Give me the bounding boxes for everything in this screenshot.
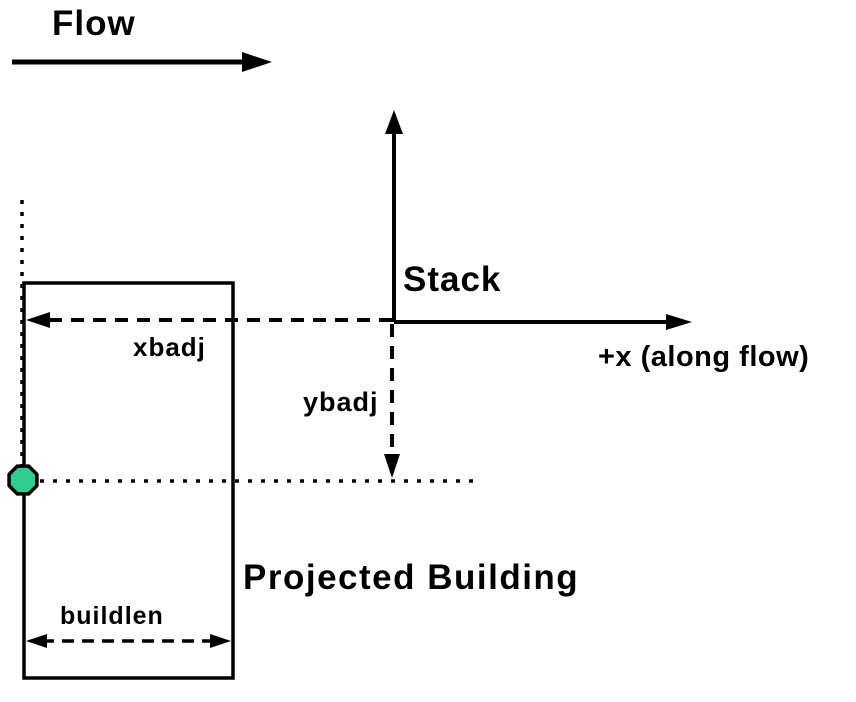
x-axis-label: +x (along flow) [598, 341, 810, 373]
flow-arrow-head [242, 52, 272, 72]
flow-label: Flow [52, 4, 136, 43]
ybadj-arrow-head [384, 454, 400, 478]
x-axis-arrow-head [666, 314, 692, 330]
xbadj-label: xbadj [133, 332, 206, 362]
ybadj-label: ybadj [303, 387, 379, 417]
y-axis-arrow-head [385, 110, 403, 134]
projected-building-label: Projected Building [243, 558, 580, 597]
corner-marker-octagon-icon [7, 464, 39, 496]
buildlen-arrow-head-right [210, 634, 231, 648]
stack-label: Stack [403, 260, 502, 299]
xbadj-arrow-head [26, 312, 50, 328]
buildlen-label: buildlen [60, 602, 164, 630]
buildlen-arrow-head-left [26, 634, 47, 648]
